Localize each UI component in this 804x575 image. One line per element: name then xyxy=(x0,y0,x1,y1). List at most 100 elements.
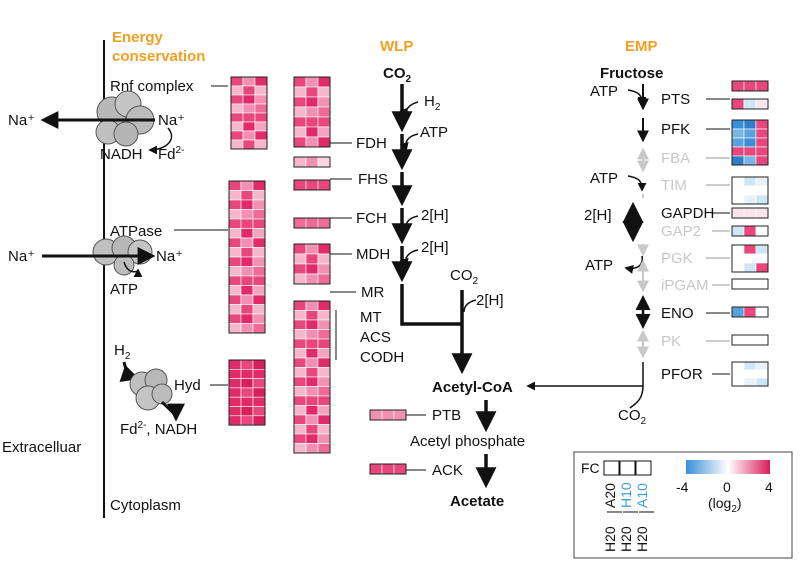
heatmap-cell xyxy=(254,121,268,132)
heatmap-cell xyxy=(240,387,254,398)
emp-enzyme-eno: ENO xyxy=(661,305,694,322)
heatmap-fch xyxy=(293,179,331,191)
heatmap-cell xyxy=(254,130,268,141)
heatmap-atpase xyxy=(228,180,266,334)
wlp-2h-b: 2[H] xyxy=(421,239,449,256)
emp-enzyme-pfk: PFK xyxy=(661,121,690,138)
heatmap-cell xyxy=(240,209,254,220)
heatmap-cell xyxy=(317,405,331,416)
heatmap-cell xyxy=(228,180,242,191)
heatmap-cell xyxy=(240,228,254,239)
heatmap-cell xyxy=(228,247,242,258)
legend-max: 4 xyxy=(765,479,773,495)
heatmap-cell xyxy=(317,76,331,88)
heatmap-cell xyxy=(254,103,268,114)
heatmap-cell xyxy=(731,369,745,379)
heatmap-cell xyxy=(755,253,769,264)
heatmap-cell xyxy=(240,323,254,334)
heatmap-cell xyxy=(305,217,319,229)
heatmap-cell xyxy=(252,378,266,389)
heatmap-mdh xyxy=(293,217,331,229)
heatmap-cell xyxy=(240,190,254,201)
heatmap-cell xyxy=(369,409,383,421)
atpase-atp: ATP xyxy=(110,281,138,298)
heatmap-cell xyxy=(317,243,331,255)
wlp-co2: CO2 xyxy=(383,65,412,85)
heatmap-cell xyxy=(230,94,244,105)
heatmap-cell xyxy=(317,319,331,330)
heatmap-cell xyxy=(228,313,242,324)
heatmap-cell xyxy=(252,275,266,286)
heatmap-cell xyxy=(293,319,307,330)
heatmap-cell xyxy=(254,139,268,150)
emp-enzyme-pk: PK xyxy=(661,333,681,350)
heatmap-cell xyxy=(228,285,242,296)
heatmap-cell xyxy=(743,137,757,148)
heatmap-cell xyxy=(252,304,266,315)
heatmap-cell xyxy=(252,387,266,398)
heatmap-cell xyxy=(731,128,745,139)
heatmap-cell xyxy=(317,96,331,108)
heatmap-cell xyxy=(743,194,757,205)
heatmap-cell xyxy=(242,103,256,114)
heatmap-cell xyxy=(305,376,319,387)
heatmap-cell xyxy=(317,106,331,118)
heatmap-cell xyxy=(755,194,769,205)
heatmap-cell xyxy=(240,294,254,305)
heatmap-cell xyxy=(240,406,254,417)
heatmap-cell xyxy=(252,396,266,407)
heatmap-cell xyxy=(305,329,319,340)
heatmap-cell xyxy=(293,329,307,340)
heatmap-cell xyxy=(317,395,331,406)
atpase-icon xyxy=(92,235,153,276)
heatmap-cell xyxy=(317,126,331,138)
heatmap-cell xyxy=(228,415,242,426)
heatmap-cell xyxy=(731,194,745,205)
heatmap-cell xyxy=(240,247,254,258)
heatmap-cell xyxy=(240,368,254,379)
heatmap-cell xyxy=(252,406,266,417)
heatmap-cell xyxy=(228,218,242,229)
heatmap-cell xyxy=(228,368,242,379)
heatmap-cell xyxy=(317,414,331,425)
heatmap-cell xyxy=(254,76,268,87)
heatmap-cell xyxy=(293,386,307,397)
heatmap-cell xyxy=(228,256,242,267)
heatmap-cell xyxy=(293,338,307,349)
heatmap-cell xyxy=(743,306,757,318)
heatmap-cell xyxy=(317,443,331,454)
heatmap-cell xyxy=(293,76,307,88)
heatmap-cell xyxy=(228,406,242,417)
heatmap-cell xyxy=(242,130,256,141)
wlp-enzyme-fch: FCH xyxy=(356,210,387,227)
heatmap-cell xyxy=(743,278,757,290)
heatmap-cell xyxy=(242,94,256,105)
acetate: Acetate xyxy=(450,493,504,510)
heatmap-cell xyxy=(293,126,307,138)
heatmap-cell xyxy=(252,266,266,277)
heatmap-cell xyxy=(755,98,769,110)
heatmap-cell xyxy=(731,253,745,264)
legend-col-top-3: A10 xyxy=(634,483,650,508)
heatmap-cell xyxy=(743,155,757,166)
rnf-na-in: Na⁺ xyxy=(158,112,185,129)
heatmap-cell xyxy=(305,405,319,416)
heatmap-ipgam xyxy=(731,278,769,290)
heatmap-cell xyxy=(755,369,769,379)
heatmap-cell xyxy=(731,225,745,237)
heatmap-cell xyxy=(731,146,745,157)
heatmap-cell xyxy=(305,414,319,425)
heatmap-cell xyxy=(317,348,331,359)
heatmap-cell xyxy=(293,424,307,435)
emp-atp-1: ATP xyxy=(590,83,618,100)
cytoplasm-label: Cytoplasm xyxy=(110,497,181,514)
heatmap-cell xyxy=(252,190,266,201)
heatmap-pk xyxy=(731,334,769,346)
heatmap-cell xyxy=(240,180,254,191)
heatmap-cell xyxy=(393,463,407,475)
heatmap-cell xyxy=(293,156,307,168)
legend-col-bottom-2: H20 xyxy=(618,526,634,552)
heatmap-cell xyxy=(228,209,242,220)
extracellular-label: Extracelluar xyxy=(2,439,81,456)
